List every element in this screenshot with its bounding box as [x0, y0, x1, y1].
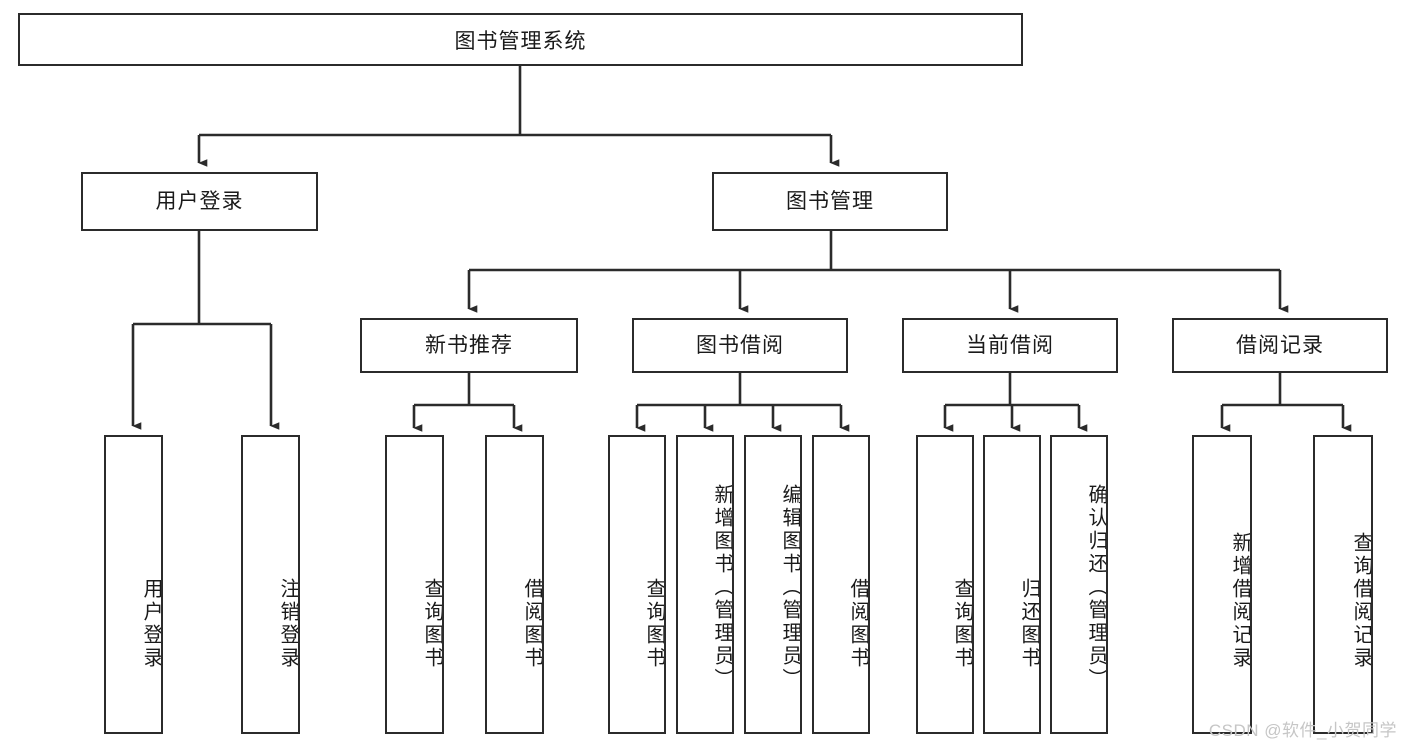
- node-label: 查询图书: [643, 577, 665, 670]
- leaf-recommend-borrow-book[interactable]: 借阅图书: [485, 435, 544, 734]
- node-label: 当前借阅: [966, 333, 1054, 357]
- leaf-borrow-query-book[interactable]: 查询图书: [608, 435, 666, 734]
- node-label: 编辑图书（管理员）: [779, 484, 801, 691]
- node-label: 归还图书: [1018, 577, 1040, 670]
- leaf-borrow-edit-book-admin[interactable]: 编辑图书（管理员）: [744, 435, 802, 734]
- leaf-borrow-borrow-book[interactable]: 借阅图书: [812, 435, 870, 734]
- node-label: 新增借阅记录: [1229, 531, 1251, 670]
- node-book-management[interactable]: 图书管理: [712, 172, 948, 231]
- node-current-borrow[interactable]: 当前借阅: [902, 318, 1118, 373]
- leaf-user-login-login[interactable]: 用户登录: [104, 435, 163, 734]
- leaf-borrow-add-book-admin[interactable]: 新增图书（管理员）: [676, 435, 734, 734]
- node-label: 用户登录: [140, 577, 162, 670]
- node-label: 查询图书: [421, 577, 443, 670]
- node-label: 图书管理: [786, 189, 874, 213]
- leaf-record-query-record[interactable]: 查询借阅记录: [1313, 435, 1373, 734]
- node-label: 图书借阅: [696, 333, 784, 357]
- leaf-current-confirm-return-admin[interactable]: 确认归还（管理员）: [1050, 435, 1108, 734]
- node-label: 注销登录: [277, 577, 299, 670]
- node-book-management-system[interactable]: 图书管理系统: [18, 13, 1023, 66]
- node-label: 确认归还（管理员）: [1085, 484, 1107, 691]
- node-borrow-record[interactable]: 借阅记录: [1172, 318, 1388, 373]
- node-label: 查询图书: [951, 577, 973, 670]
- node-user-login[interactable]: 用户登录: [81, 172, 318, 231]
- node-label: 用户登录: [155, 189, 244, 213]
- node-label: 借阅图书: [847, 577, 869, 670]
- node-label: 新增图书（管理员）: [711, 484, 733, 691]
- leaf-record-add-record[interactable]: 新增借阅记录: [1192, 435, 1252, 734]
- node-label: 借阅记录: [1236, 333, 1324, 357]
- node-label: 查询借阅记录: [1350, 531, 1372, 670]
- leaf-current-query-book[interactable]: 查询图书: [916, 435, 974, 734]
- watermark-text: CSDN @软件_小贺同学: [1208, 721, 1397, 740]
- leaf-current-return-book[interactable]: 归还图书: [983, 435, 1041, 734]
- node-label: 图书管理系统: [454, 29, 587, 53]
- leaf-recommend-query-book[interactable]: 查询图书: [385, 435, 444, 734]
- leaf-user-login-logout[interactable]: 注销登录: [241, 435, 300, 734]
- node-label: 新书推荐: [425, 333, 513, 357]
- node-label: 借阅图书: [521, 577, 543, 670]
- node-new-book-recommend[interactable]: 新书推荐: [360, 318, 578, 373]
- node-book-borrow[interactable]: 图书借阅: [632, 318, 848, 373]
